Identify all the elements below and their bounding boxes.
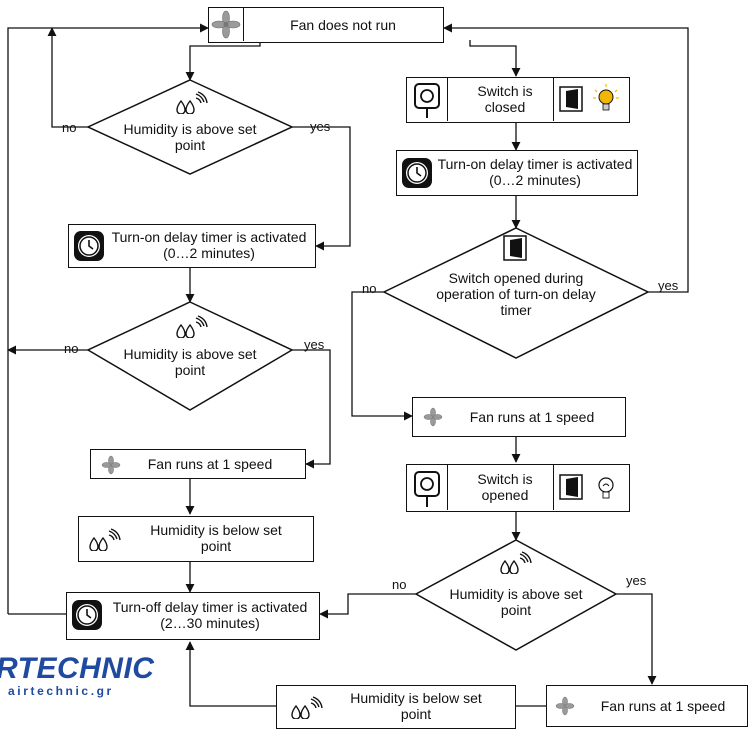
humidity-above-2-label: Humidity is above set point — [123, 346, 257, 378]
fan-icon — [555, 696, 575, 716]
no-label: no — [392, 577, 407, 592]
fan-icon — [423, 407, 443, 427]
diamond-humidity-above-3 — [414, 539, 618, 651]
humidity-below-left-box: Humidity is below set point — [78, 516, 314, 562]
fan-runs-mid-box: Fan runs at 1 speed — [412, 397, 626, 437]
fan-runs-mid-label: Fan runs at 1 speed — [469, 409, 595, 425]
turn-off-delay-box: Turn-off delay timer is activated (2…30 … — [66, 592, 320, 640]
humidity-sensor-icon — [172, 90, 208, 115]
fan-does-not-run-box: Fan does not run — [208, 7, 444, 43]
switch-closed-label: Switch is closed — [477, 83, 533, 115]
humidity-below-bottom-box: Humidity is below set point — [276, 685, 516, 729]
diamond-humidity-above-1 — [86, 79, 294, 175]
yes-label: yes — [304, 337, 325, 352]
no-label: no — [64, 341, 79, 356]
no-label: no — [362, 281, 377, 296]
timer-icon — [73, 230, 105, 262]
timer-icon — [401, 157, 433, 189]
switch-sensor-icon — [407, 465, 448, 510]
yes-label: yes — [310, 119, 331, 134]
switch-opened-label: Switch is opened — [477, 471, 533, 503]
logo-brand: RTECHNIC — [0, 652, 155, 685]
humidity-sensor-icon — [287, 695, 323, 720]
yes-label: yes — [658, 278, 679, 293]
turn-on-delay-right-label: Turn-on delay timer is activated (0…2 mi… — [437, 156, 633, 188]
humidity-above-1-label: Humidity is above set point — [123, 121, 257, 153]
light-bulb-icon — [598, 477, 614, 499]
fan-icon — [101, 455, 121, 475]
wall-switch-icon — [553, 78, 630, 121]
switch-opened-question-label: Switch opened during operation of turn-o… — [436, 270, 596, 318]
switch-opened-box: Switch is opened — [406, 464, 630, 512]
turn-off-delay-label: Turn-off delay timer is activated (2…30 … — [112, 599, 308, 631]
diamond-humidity-above-2 — [86, 301, 294, 411]
turn-on-delay-left-box: Turn-on delay timer is activated (0…2 mi… — [68, 224, 316, 268]
fan-runs-right-label: Fan runs at 1 speed — [600, 698, 726, 714]
turn-on-delay-left-label: Turn-on delay timer is activated (0…2 mi… — [111, 229, 307, 261]
fan-does-not-run-label: Fan does not run — [290, 17, 396, 33]
switch-closed-box: Switch is closed — [406, 77, 630, 123]
fan-runs-right-box: Fan runs at 1 speed — [546, 685, 748, 727]
fan-runs-left-box: Fan runs at 1 speed — [90, 449, 306, 479]
humidity-sensor-icon — [85, 527, 121, 552]
timer-icon — [71, 599, 103, 631]
turn-on-delay-right-box: Turn-on delay timer is activated (0…2 mi… — [396, 150, 638, 196]
wall-switch-icon — [502, 234, 528, 262]
humidity-below-bottom-label: Humidity is below set point — [350, 690, 482, 722]
humidity-below-left-label: Humidity is below set point — [150, 522, 282, 554]
yes-label: yes — [626, 573, 647, 588]
no-label: no — [62, 120, 77, 135]
fan-icon — [209, 8, 244, 41]
logo-url: airtechnic.gr — [8, 684, 114, 698]
fan-runs-left-label: Fan runs at 1 speed — [147, 456, 273, 472]
wall-switch-icon — [553, 465, 630, 510]
light-bulb-icon — [593, 84, 619, 111]
diamond-switch-opened — [382, 227, 650, 359]
humidity-sensor-icon — [172, 314, 208, 339]
switch-sensor-icon — [407, 78, 448, 121]
humidity-sensor-icon — [496, 550, 532, 575]
humidity-above-3-label: Humidity is above set point — [449, 586, 583, 618]
